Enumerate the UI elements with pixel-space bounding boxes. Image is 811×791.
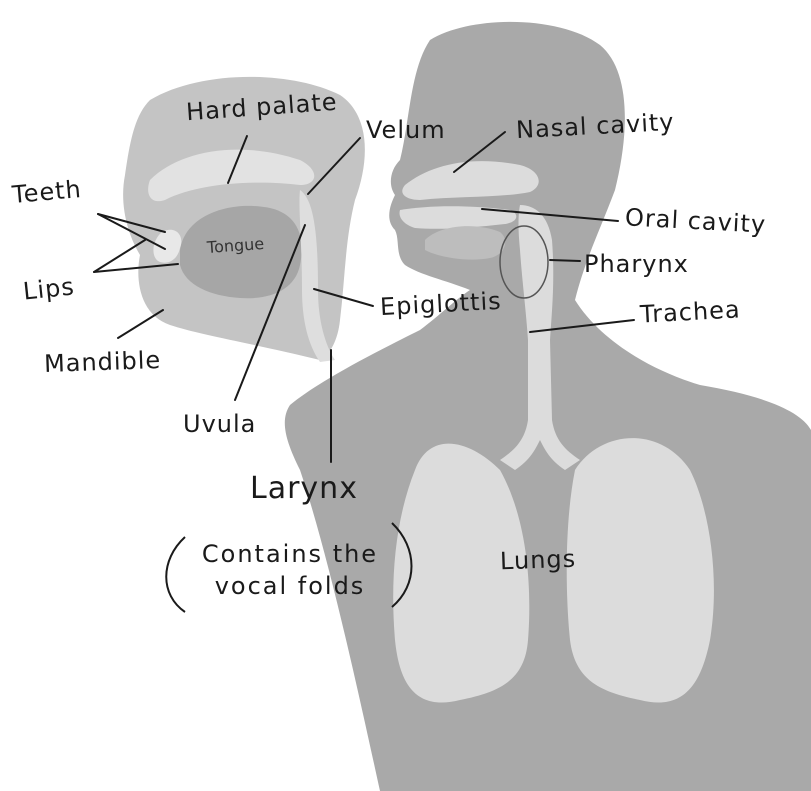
epiglottis-label: Epiglottis bbox=[379, 289, 502, 319]
larynx-note-line2: vocal folds bbox=[190, 570, 390, 602]
lips-label: Lips bbox=[22, 274, 76, 303]
larynx-label: Larynx bbox=[250, 474, 358, 504]
left-parenthesis bbox=[166, 537, 185, 612]
mandible-label: Mandible bbox=[44, 348, 162, 376]
right-lung-shape bbox=[567, 438, 714, 702]
tongue-label: Tongue bbox=[207, 236, 265, 256]
pharynx-pointer bbox=[550, 260, 580, 261]
pharynx-label: Pharynx bbox=[584, 252, 689, 276]
larynx-note-line1: Contains the bbox=[190, 538, 390, 570]
trachea-label: Trachea bbox=[639, 297, 741, 326]
oral-cavity-label: Oral cavity bbox=[624, 205, 766, 236]
teeth-label: Teeth bbox=[11, 177, 83, 207]
lungs-label: Lungs bbox=[500, 547, 577, 574]
velum-label: Velum bbox=[366, 118, 446, 142]
uvula-label: Uvula bbox=[183, 412, 256, 436]
mandible-pointer bbox=[118, 310, 163, 338]
larynx-note: Contains the vocal folds bbox=[190, 538, 390, 602]
